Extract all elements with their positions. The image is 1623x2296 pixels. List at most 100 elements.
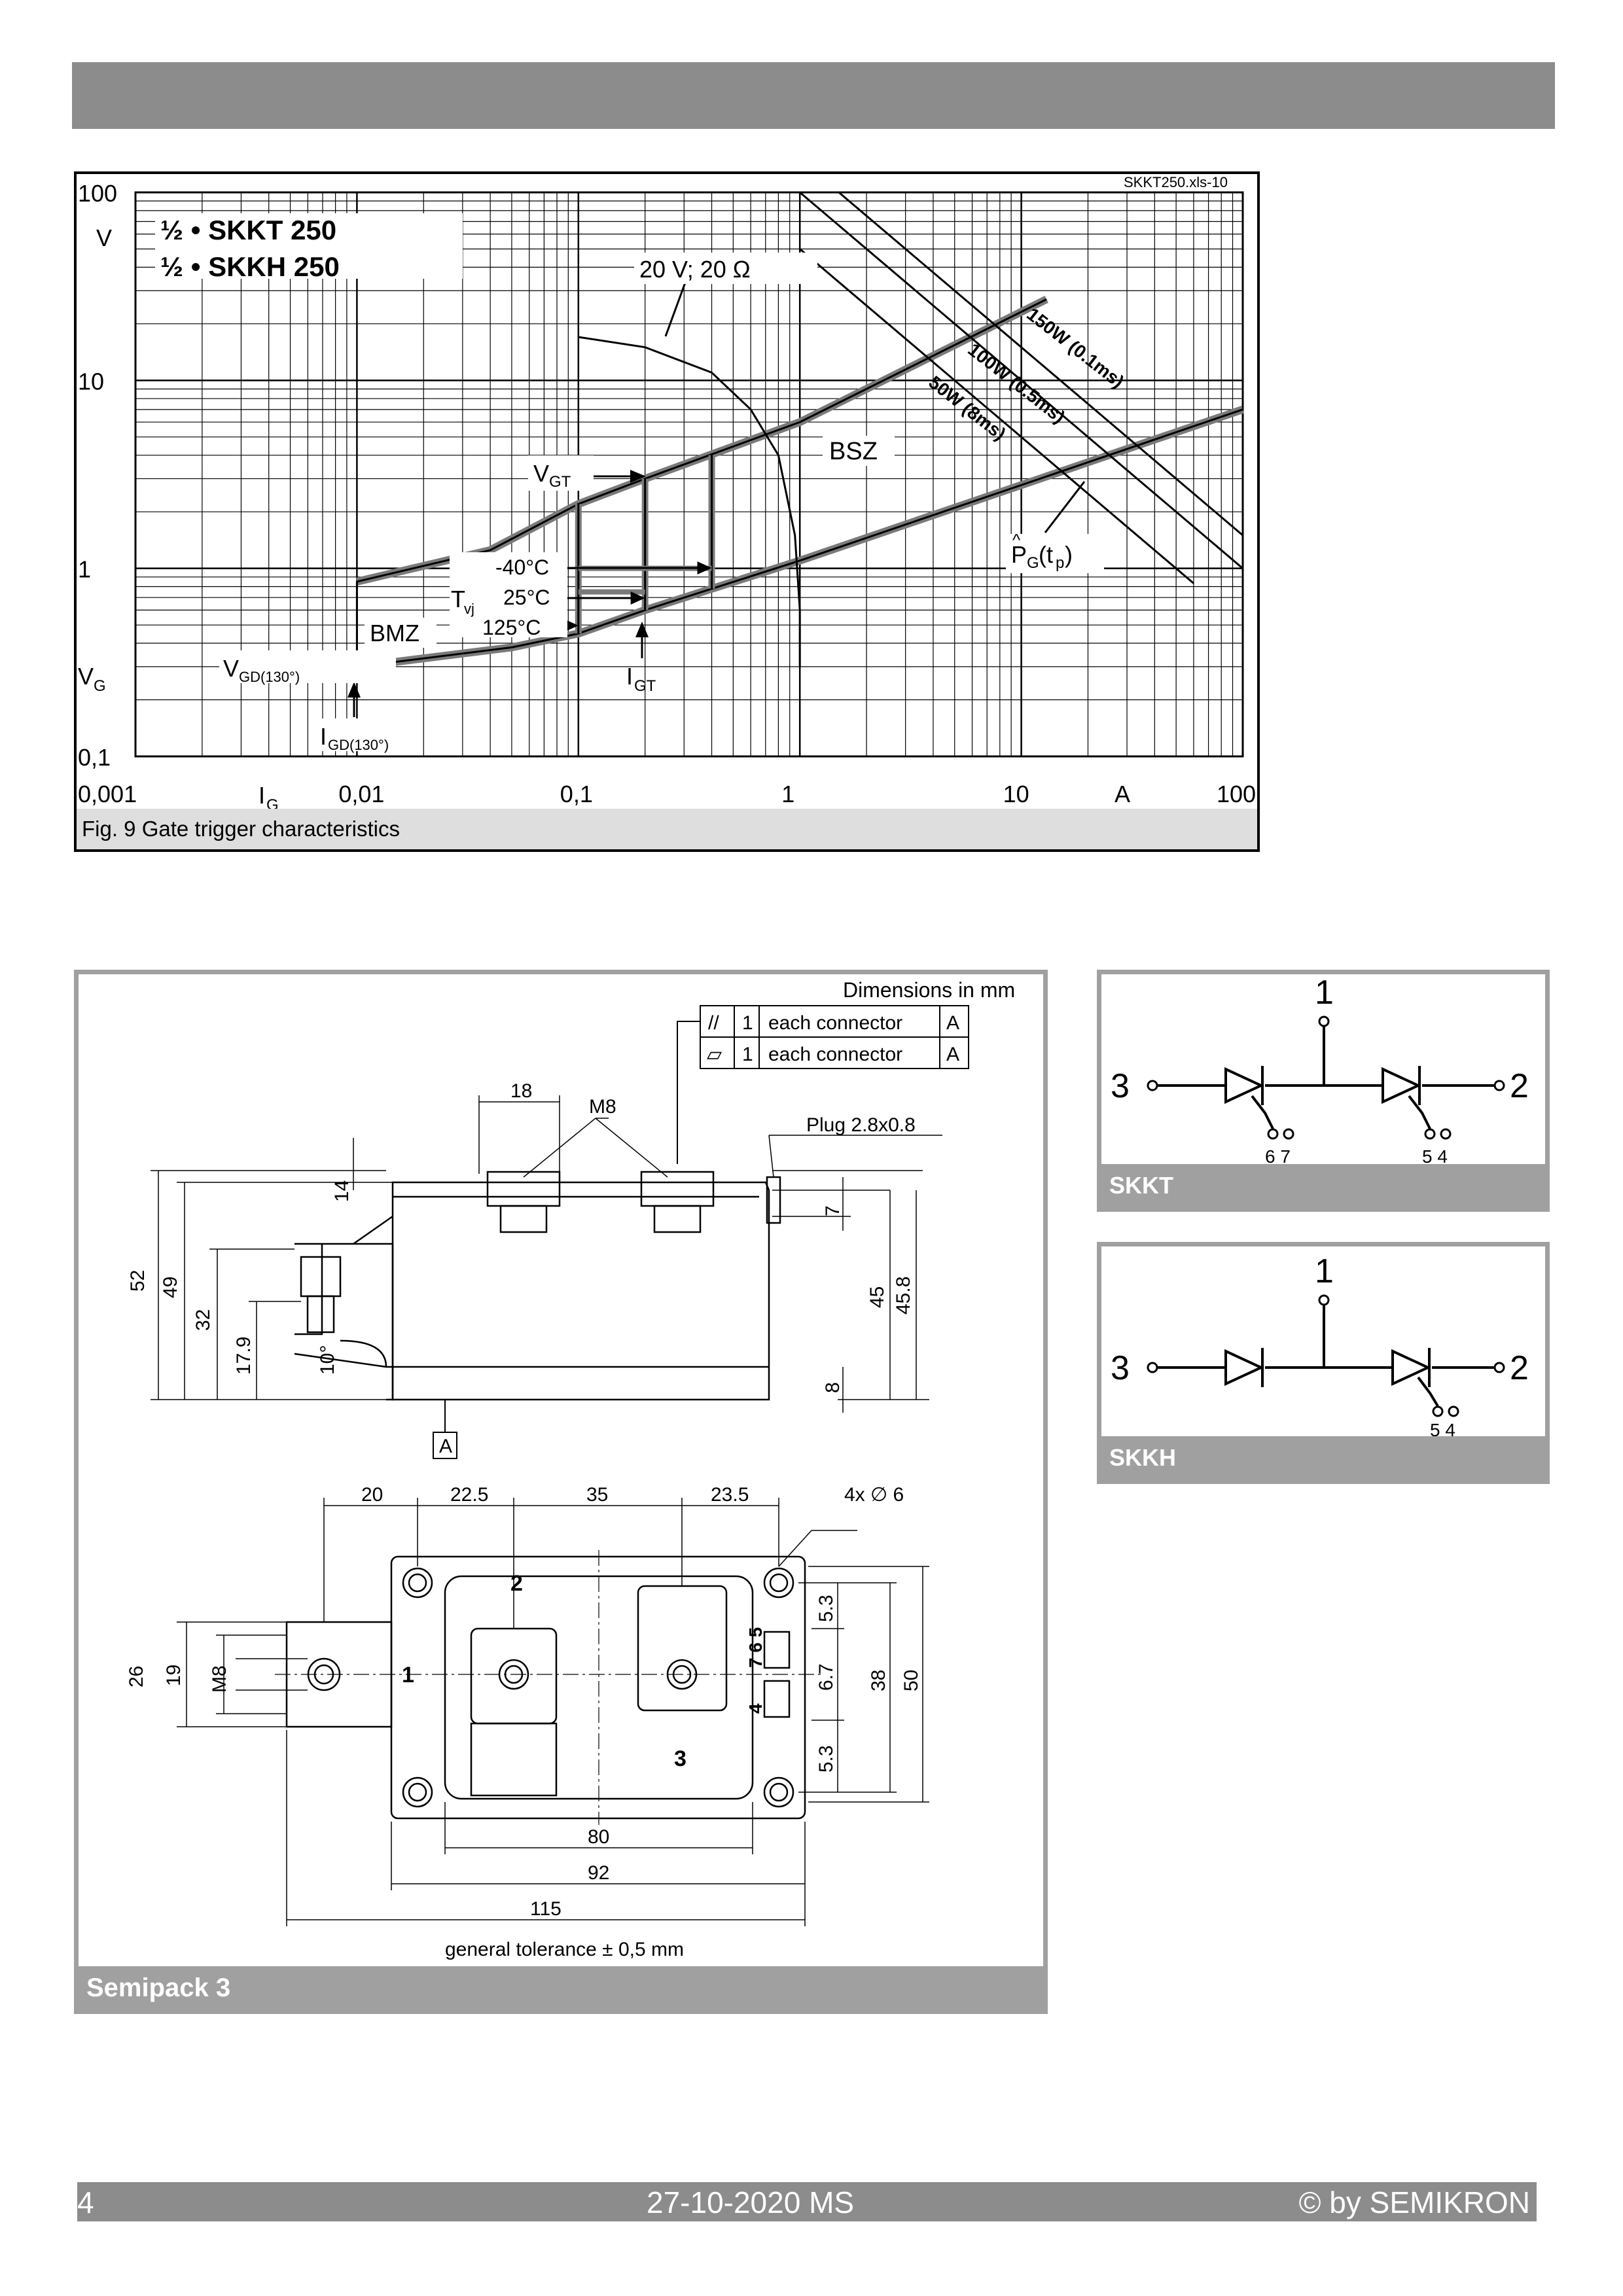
tolerance-table [700,1005,969,1069]
vgt-label-box [528,455,594,491]
load-line-label-box [634,253,817,284]
igd-label-sub: GD(130°) [328,737,389,753]
semipack-drawing: Dimensions in mm // 1 each connector A ▱… [126,978,1015,1960]
tol-symbol-flatness: ▱ [707,1044,722,1065]
footer-date: 27-10-2020 MS [647,2185,855,2219]
dim-45-8: 45.8 [893,1277,914,1315]
y-tick-label: 0,1 [78,744,111,771]
temp-arrowhead-2 [563,619,579,632]
vgt-arrowhead [630,470,646,483]
dim-8: 8 [822,1382,844,1393]
pg-label-tp-sub: p [1056,554,1064,572]
pg-label-tp: (t [1039,541,1053,568]
footer-copyright: © by SEMIKRON [1298,2185,1530,2219]
power-line-4 [799,248,1194,584]
tol-ref-2: A [946,1044,959,1065]
skkt-gate-right-pins: 5 4 [1422,1146,1448,1164]
terminal-3-label: 3 [674,1746,687,1771]
tvj-label-box [450,552,567,637]
dim-35: 35 [586,1484,608,1506]
dim-14: 14 [331,1180,353,1202]
dim-17-9: 17.9 [233,1337,255,1375]
dim-50: 50 [901,1670,922,1691]
tol-symbol-parallel: // [708,1012,719,1034]
vgd-label-box [219,650,396,683]
plot-frame [134,191,1244,758]
power-line-2 [838,191,1243,537]
dim-5-3-top: 5.3 [815,1595,837,1622]
dim-19: 19 [163,1665,185,1686]
x-tick-label: 100 [1217,781,1256,807]
pg-label-close: ) [1065,541,1073,568]
igd-label-box [316,718,414,751]
x-tick-label: 0,1 [560,781,593,807]
dim-92: 92 [588,1862,609,1884]
skkt-caption: SKKT [1101,1164,1545,1207]
vgd-label-sub: GD(130°) [239,669,300,685]
dim-80: 80 [588,1826,609,1848]
tvj-label: T [451,586,465,612]
vgt-label-sub: GT [549,473,571,491]
dimensions-note: Dimensions in mm [843,978,1015,1002]
igt-arrowhead [635,622,649,637]
vgd-label: V [223,655,239,682]
temp-label-25: 25°C [503,586,550,609]
dim-10deg: 10° [317,1345,338,1375]
side-view [294,1171,781,1401]
skkt-gate-left-pins: 6 7 [1265,1146,1291,1164]
dim-45: 45 [866,1286,888,1308]
x-tick-label: 0,01 [338,781,384,807]
temp-label-125: 125°C [482,616,541,639]
skkh-schematic: 1 3 2 5 4 [1111,1252,1529,1436]
skkt-term-3: 3 [1111,1067,1130,1105]
series-1 [357,408,1243,668]
dim-m8-top: M8 [209,1665,230,1693]
y-tick-label: 1 [78,556,91,583]
chart-caption: Fig. 9 Gate trigger characteristics [77,809,1257,849]
temp-arrowhead-1 [630,592,645,605]
power-label-50w: 50W (8ms) [925,372,1009,444]
y-tick-label: 10 [78,368,104,395]
igt-label: I [626,663,633,690]
dim-32: 32 [192,1309,214,1331]
footer-bar: 4 27-10-2020 MS © by SEMIKRON [77,2182,1537,2221]
vgt-label: V [533,460,549,487]
power-line-3 [799,191,1243,569]
bsz-label-box [823,436,895,466]
temp-label-minus40: -40°C [495,556,549,579]
temp-arrowhead-0 [697,561,712,574]
dimension-drawing-panel: Dimensions in mm // 1 each connector A ▱… [74,970,1048,2014]
skkt-term-2: 2 [1510,1067,1529,1105]
igd-arrowhead [348,682,361,698]
skkt-schematic: 1 3 2 6 7 5 4 [1111,974,1529,1164]
terminal-2-label: 2 [510,1571,523,1596]
top-view [285,1555,806,1820]
dim-22-5: 22.5 [450,1484,488,1506]
pg-label-hat: ^ [1012,530,1021,550]
skkh-term-1: 1 [1315,1252,1334,1290]
pins-label-top: 7 6 5 [745,1627,766,1668]
dim-38: 38 [868,1670,889,1691]
power-label-150w: 150W (0.1ms) [1023,304,1128,392]
igt-label-sub: GT [634,677,656,695]
skkt-term-1: 1 [1315,974,1334,1012]
pg-label: P [1011,541,1027,568]
igd-label: I [320,723,327,750]
skkh-term-2: 2 [1510,1349,1529,1387]
page-number: 4 [77,2185,94,2219]
dim-18: 18 [510,1080,532,1102]
x-tick-label: 1 [781,781,794,807]
dim-52: 52 [127,1270,149,1292]
device-label-skkh: ½ • SKKH 250 [160,251,340,282]
pins-label-bottom: 4 [745,1703,766,1714]
x-tick-label: 10 [1003,781,1029,807]
dim-m8-side: M8 [589,1096,616,1118]
datum-a: A [439,1436,452,1457]
dim-26: 26 [126,1666,147,1687]
y-axis-label: V [78,663,94,690]
tol-value-2: 1 [742,1044,753,1065]
pg-leader [1044,481,1086,533]
pg-label-sub: G [1027,554,1039,572]
